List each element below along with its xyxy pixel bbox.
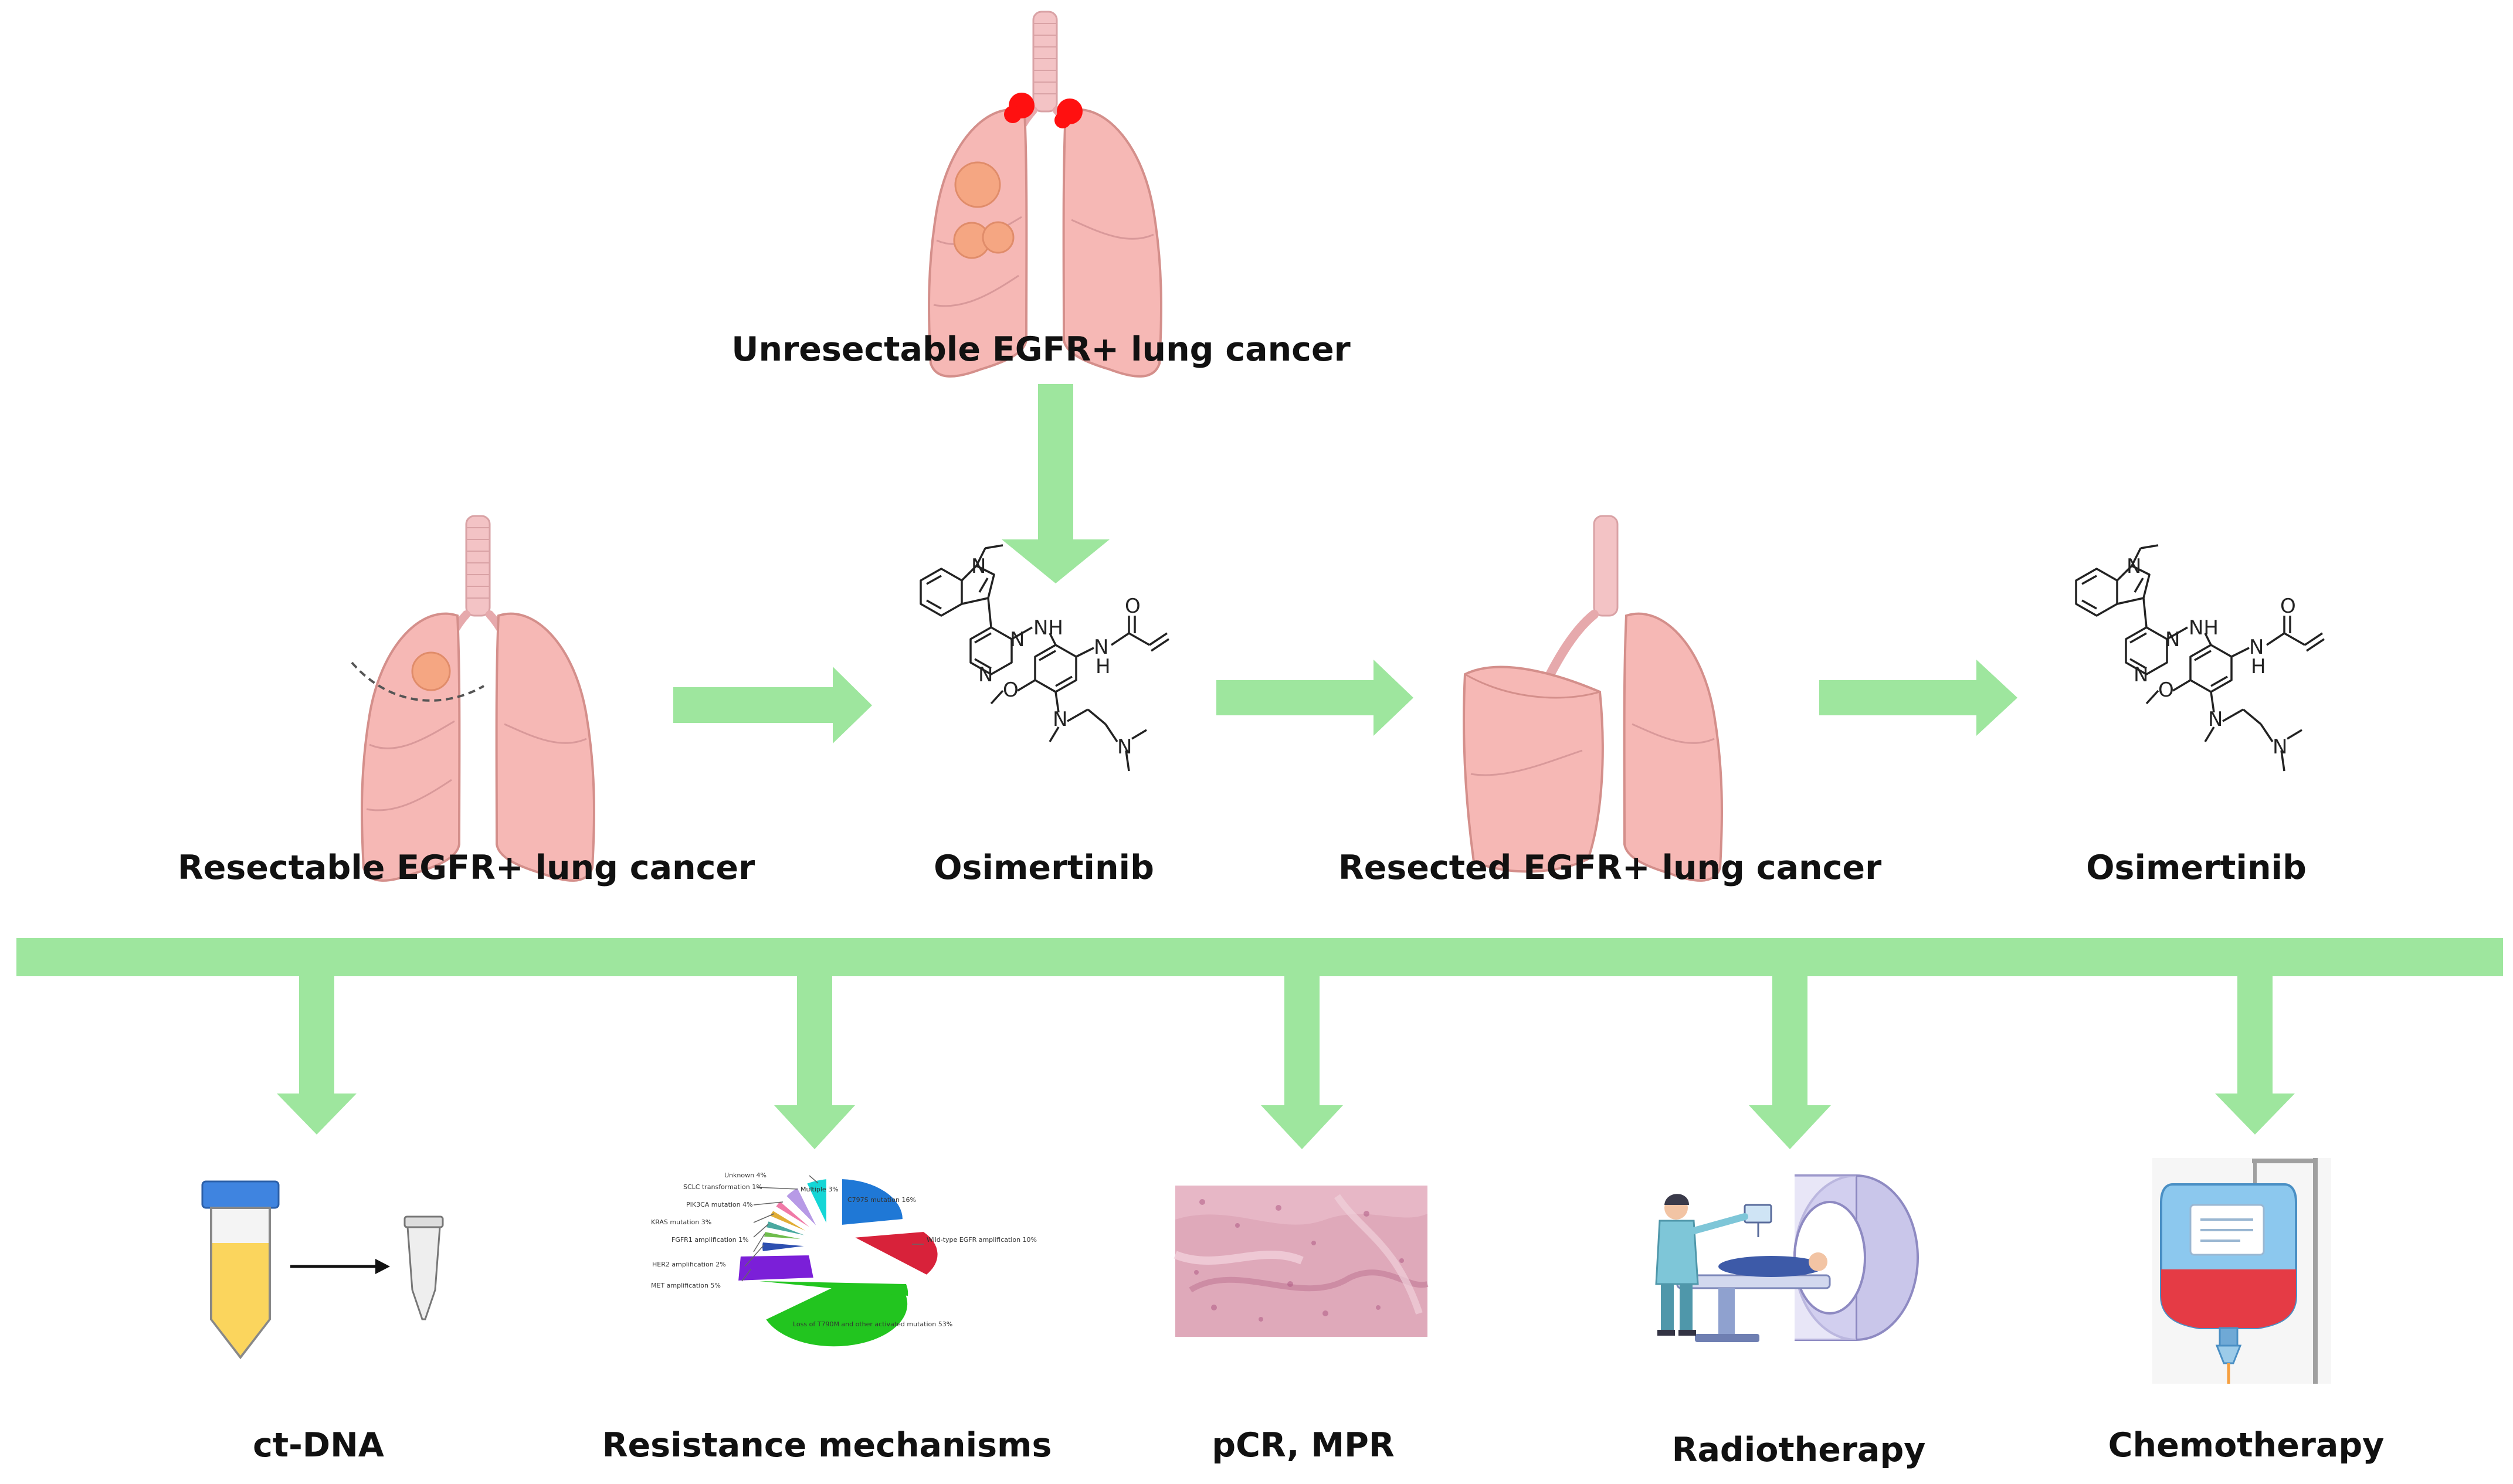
lungs-single-tumor-icon: [351, 516, 594, 881]
arrow-down-resistance: [774, 976, 855, 1149]
radiotherapy-label: Radiotherapy: [1671, 1431, 1926, 1469]
tube-cap: [201, 1180, 280, 1209]
atom-label: N: [2208, 708, 2223, 731]
osimertinib-molecule-icon: N N N NH O N H O N N: [920, 544, 1170, 772]
arrow-right-3: [1819, 660, 2017, 736]
pcr-mpr-label: pCR, MPR: [1212, 1426, 1395, 1465]
atom-label: N: [1010, 628, 1025, 651]
arrow-down-pcr: [1261, 976, 1343, 1149]
iv-bag-icon: [2152, 1158, 2331, 1384]
atom-label: NH: [1033, 616, 1063, 640]
iv-fluid: [2161, 1269, 2296, 1328]
arrow-down-ctdna: [277, 976, 357, 1135]
lungs-multiple-tumors-icon: [929, 12, 1161, 376]
atom-label: O: [1003, 678, 1019, 702]
pie-slice: [805, 1177, 828, 1226]
pie-slice: [737, 1254, 815, 1282]
atom-label: H: [2251, 655, 2266, 678]
radiotherapy-machine-icon: [1655, 1174, 1919, 1342]
arrow-down-chemo: [2215, 976, 2295, 1135]
atom-label: O: [2280, 595, 2296, 618]
tube-plasma: [212, 1243, 269, 1356]
unresectable-label: Unresectable EGFR+ lung cancer: [731, 330, 1351, 369]
atom-label: N: [971, 555, 986, 578]
pie-label: Unknown 4%: [724, 1171, 767, 1179]
pie-label: C797S mutation 16%: [847, 1196, 916, 1204]
arrow-down-unresectable: [1002, 384, 1110, 583]
pie-label: Multiple 3%: [801, 1186, 839, 1193]
pie-slice: [841, 1177, 904, 1227]
atom-label: NH: [2189, 616, 2219, 640]
resistance-label: Resistance mechanisms: [602, 1426, 1052, 1465]
pie-label: MET amplification 5%: [651, 1282, 721, 1289]
osimertinib-label: Osimertinib: [934, 848, 1154, 887]
osimertinib-molecule-icon: N N N NH O N H O N N: [2075, 544, 2325, 772]
treatment-couch: [1676, 1274, 1831, 1289]
resistance-pie-chart-icon: Unknown 4% SCLC transformation 1% PIK3CA…: [651, 1171, 1037, 1348]
pie-slice: [851, 1230, 939, 1276]
arrows: [16, 384, 2503, 1149]
atom-label: O: [2158, 678, 2174, 702]
pie-slice: [764, 1286, 909, 1348]
arrow-right-1: [673, 667, 872, 743]
pie-label: SCLC transformation 1%: [683, 1183, 762, 1191]
pie-label: PIK3CA mutation 4%: [686, 1201, 753, 1208]
atom-label: N: [2273, 735, 2287, 759]
technician-body: [1655, 1220, 1699, 1285]
pie-label: Loss of T790M and other activated mutati…: [793, 1320, 952, 1328]
pie-label: Wild-type EGFR amplification 10%: [927, 1236, 1037, 1244]
atom-label: N: [2134, 663, 2148, 687]
lungs-resected-icon: [1463, 515, 1723, 882]
pie-slice: [774, 1200, 816, 1232]
pie-slice: [761, 1241, 810, 1253]
atom-label: N: [978, 663, 993, 687]
atom-label: N: [2249, 636, 2264, 659]
atom-label: N: [1117, 735, 1132, 759]
distribution-bar: [16, 938, 2503, 976]
atom-label: N: [1094, 636, 1108, 659]
blood-tube-to-eppendorf-icon: [201, 1180, 444, 1360]
pie-label: FGFR1 amplification 1%: [672, 1236, 749, 1244]
atom-label: N: [2127, 555, 2141, 578]
transfer-arrowhead: [375, 1259, 390, 1274]
osimertinib-label: Osimertinib: [2086, 848, 2307, 887]
pie-slice: [765, 1220, 812, 1238]
arrow-right-2: [1216, 660, 1413, 736]
pie-label: HER2 amplification 2%: [652, 1261, 726, 1268]
resected-label: Resected EGFR+ lung cancer: [1338, 848, 1882, 887]
eppendorf-body: [406, 1226, 441, 1320]
control-screen: [1744, 1204, 1772, 1224]
patient: [1718, 1256, 1824, 1277]
pie-slice: [759, 1281, 908, 1296]
resectable-label: Resectable EGFR+ lung cancer: [177, 848, 755, 887]
ctdna-label: ct-DNA: [253, 1426, 384, 1465]
arrow-down-radio: [1749, 976, 1831, 1149]
atom-label: N: [1053, 708, 1067, 731]
chemotherapy-label: Chemotherapy: [2108, 1426, 2385, 1465]
histology-slide-icon: [1174, 1186, 1429, 1337]
atom-label: H: [1096, 655, 1111, 678]
pie-slice: [785, 1186, 819, 1229]
eppendorf-cap: [403, 1215, 444, 1228]
atom-label: O: [1125, 595, 1141, 618]
pie-label: KRAS mutation 3%: [651, 1218, 711, 1226]
atom-label: N: [2165, 628, 2180, 651]
